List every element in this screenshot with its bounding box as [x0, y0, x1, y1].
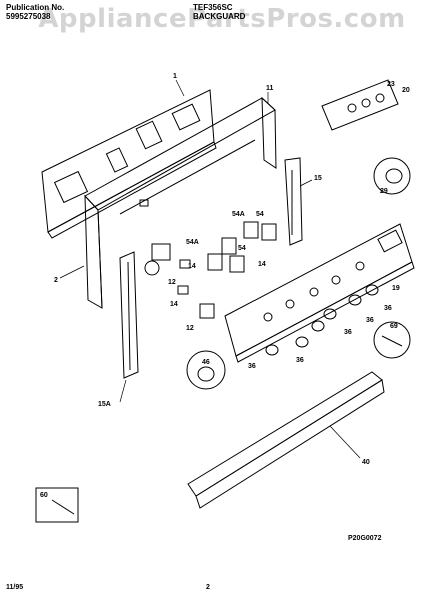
callout-20: 20	[402, 87, 410, 94]
callout-36-b: 36	[366, 317, 374, 324]
switch-parts	[144, 221, 277, 319]
callout-2: 2	[54, 277, 58, 284]
callout-54a-left: 54A	[186, 239, 199, 246]
callout-labels: 1 11 23 20 15 29 54A 54 54A 54 14 14 12 …	[40, 73, 410, 542]
callout-54a-top: 54A	[232, 211, 245, 218]
callout-15: 15	[314, 175, 322, 182]
clock-assembly-part-20	[321, 79, 399, 131]
callout-54-top: 54	[256, 211, 264, 218]
callout-69: 69	[390, 323, 398, 330]
callout-11: 11	[266, 85, 274, 92]
control-panel-part-19	[224, 223, 415, 363]
callout-36-c: 36	[344, 329, 352, 336]
callout-14-b: 14	[258, 261, 266, 268]
callout-12-a: 12	[168, 279, 176, 286]
backguard-frame-part-11	[84, 96, 277, 309]
inset-knob-29	[373, 157, 411, 195]
callout-46: 46	[202, 359, 210, 366]
footer-page-number: 2	[206, 584, 210, 591]
side-bracket-part-15	[284, 157, 303, 246]
callout-19: 19	[392, 285, 400, 292]
trim-part-40	[187, 371, 385, 509]
callout-36-e: 36	[248, 363, 256, 370]
footer-date: 11/95	[6, 584, 24, 591]
publication-number: 5995275038	[6, 12, 51, 21]
section-title: BACKGUARD	[193, 12, 246, 21]
callout-54-mid: 54	[238, 245, 246, 252]
callout-12-b: 12	[186, 325, 194, 332]
callout-14-a: 14	[188, 263, 196, 270]
inset-knob-46	[186, 350, 226, 390]
screw-box-part-60	[35, 487, 79, 523]
callout-15a: 15A	[98, 401, 111, 408]
side-bracket-part-15a	[119, 251, 139, 379]
knobs-part-36	[265, 284, 379, 356]
watermark: AppliancePartsPros.com	[38, 4, 406, 34]
callout-29: 29	[380, 188, 388, 195]
callout-40: 40	[362, 459, 370, 466]
model-number: TEF356SC	[193, 3, 233, 12]
callout-14-c: 14	[170, 301, 178, 308]
inset-screw-69	[373, 321, 411, 359]
leader-lines	[59, 79, 361, 459]
callout-60: 60	[40, 492, 48, 499]
diagram-code: P20G0072	[348, 535, 382, 542]
callout-23: 23	[387, 81, 395, 88]
rear-panel-part-1	[41, 89, 217, 239]
publication-label: Publication No.	[6, 3, 65, 12]
callout-36-a: 36	[384, 305, 392, 312]
callout-1: 1	[173, 73, 177, 80]
callout-36-d: 36	[296, 357, 304, 364]
